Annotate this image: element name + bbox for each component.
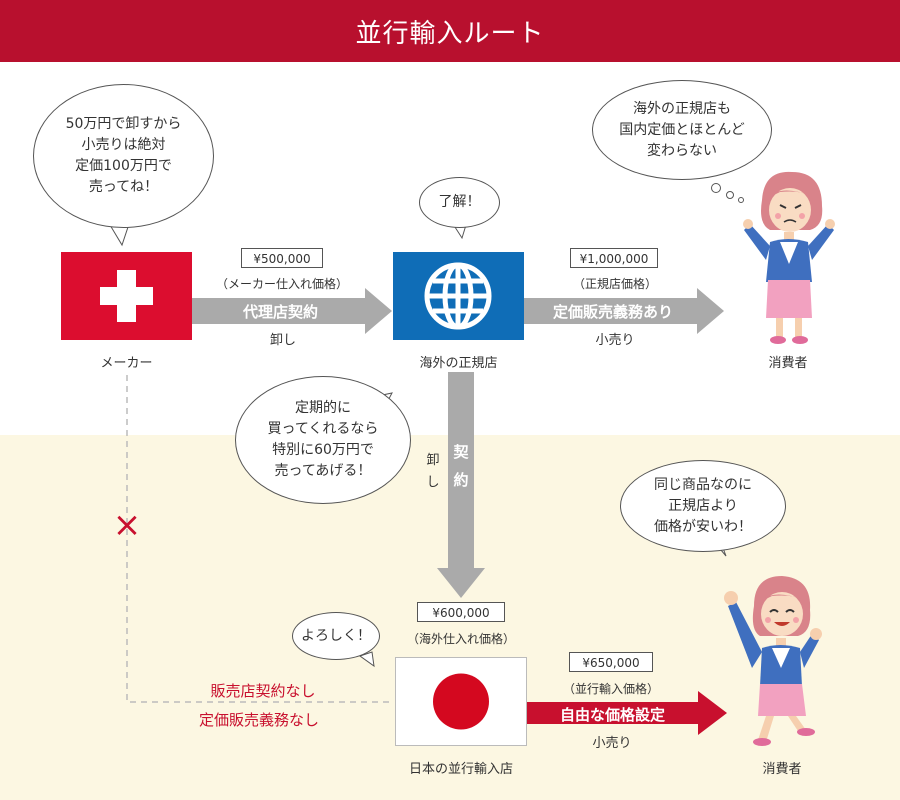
node-official-store-label: 海外の正規店 — [419, 356, 498, 371]
bubble-line: よろしく！ — [301, 627, 371, 644]
speech-bubble-consumer-bottom: 同じ商品なのに 正規店より 価格が安いわ！ — [620, 460, 786, 552]
bubble-line: 同じ商品なのに — [654, 476, 752, 493]
bubble-line: 正規店より — [668, 497, 738, 514]
swiss-flag-icon — [61, 252, 192, 340]
globe-icon — [393, 252, 524, 340]
no-contract-label-2: 定価販売義務なし — [198, 711, 319, 729]
japan-flag-icon — [395, 657, 527, 746]
no-contract-label-1: 販売店契約なし — [210, 682, 316, 700]
speech-bubble-store-offer: 定期的に 買ってくれるなら 特別に60万円で 売ってあげる！ — [235, 376, 411, 504]
consumer-woman-happy-icon — [724, 576, 822, 746]
bubble-tail — [358, 651, 375, 668]
arrow-importer-to-consumer — [527, 691, 727, 735]
price-overseas-purchase: ¥600,000 — [417, 602, 505, 622]
arrow-sub-retail-top: 小売り — [595, 333, 635, 348]
bubble-tail — [109, 224, 129, 247]
node-maker-label: メーカー — [100, 356, 153, 371]
speech-bubble-importer: よろしく！ — [292, 612, 380, 660]
arrow-maker-to-store — [192, 288, 392, 334]
price-note-official-store: （正規店価格） — [572, 277, 657, 291]
speech-bubble-maker: 50万円で卸すから 小売りは絶対 定価100万円で 売ってね！ — [33, 84, 214, 228]
consumer-woman-frowning-icon — [743, 171, 835, 344]
bubble-line: 売ってね！ — [88, 179, 159, 195]
price-note-parallel-import: （並行輸入価格） — [562, 682, 659, 696]
price-parallel-import: ¥650,000 — [569, 652, 653, 672]
thought-dot — [711, 183, 721, 193]
bubble-line: 50万円で卸すから — [65, 116, 182, 132]
price-maker-purchase: ¥500,000 — [241, 248, 323, 268]
bubble-line: 変わらない — [647, 142, 717, 159]
node-consumer-bottom-label: 消費者 — [762, 762, 802, 777]
bubble-line: 特別に60万円で — [272, 442, 374, 458]
bubble-line: 買ってくれるなら — [267, 421, 379, 437]
arrow-side-wholesale: 卸し — [426, 453, 440, 490]
bubble-line: 定価100万円で — [75, 158, 172, 174]
arrow-label-agency-contract: 代理店契約 — [242, 303, 318, 321]
arrow-store-to-importer — [437, 372, 485, 598]
node-consumer-top-label: 消費者 — [768, 356, 808, 371]
arrow-sub-retail-bottom: 小売り — [592, 736, 632, 751]
thought-bubble-consumer-top: 海外の正規店も 国内定価とほとんど 変わらない — [592, 80, 772, 180]
speech-bubble-store-ack: 了解！ — [419, 177, 500, 228]
arrow-label-contract: 契約 — [453, 443, 469, 489]
bubble-line: 売ってあげる！ — [274, 463, 372, 479]
bubble-line: 定期的に — [294, 400, 351, 416]
price-note-overseas-purchase: （海外仕入れ価格） — [406, 632, 515, 646]
bubble-line: 国内定価とほとんど — [619, 121, 745, 138]
arrow-sub-wholesale: 卸し — [269, 333, 296, 348]
arrow-store-to-consumer — [524, 288, 724, 334]
bubble-line: 了解！ — [438, 194, 481, 210]
arrow-label-free-pricing: 自由な価格設定 — [559, 706, 665, 724]
bubble-line: 価格が安いわ！ — [654, 518, 752, 535]
page-title: 並行輸入ルート — [0, 0, 900, 62]
price-official-store: ¥1,000,000 — [570, 248, 658, 268]
thought-dot — [738, 197, 744, 203]
price-note-maker-purchase: （メーカー仕入れ価格） — [215, 277, 348, 291]
thought-dot — [726, 191, 734, 199]
bubble-line: 海外の正規店も — [633, 100, 731, 117]
node-parallel-importer-label: 日本の並行輸入店 — [408, 762, 513, 777]
arrow-label-fixed-price-obligation: 定価販売義務あり — [552, 303, 673, 321]
no-contract-cross-icon: × — [112, 505, 142, 545]
bubble-line: 小売りは絶対 — [81, 137, 166, 153]
